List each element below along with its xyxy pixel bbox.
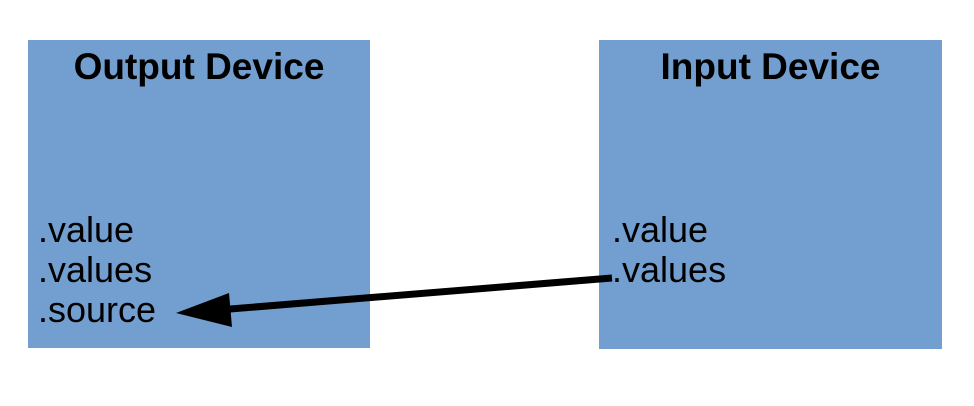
node-input-device: Input Device .value .values — [599, 40, 942, 349]
property-values: .values — [612, 249, 727, 290]
node-output-device: Output Device .value .values .source — [28, 40, 370, 348]
node-properties-input-device: .value .values — [612, 210, 726, 290]
property-values: .values — [38, 249, 153, 290]
property-source: .source — [38, 289, 157, 330]
node-title-output-device: Output Device — [73, 46, 325, 87]
node-title-input-device: Input Device — [660, 46, 881, 87]
node-properties-output-device: .value .values .source — [38, 210, 156, 330]
property-value: .value — [38, 209, 135, 250]
property-value: .value — [612, 209, 709, 250]
